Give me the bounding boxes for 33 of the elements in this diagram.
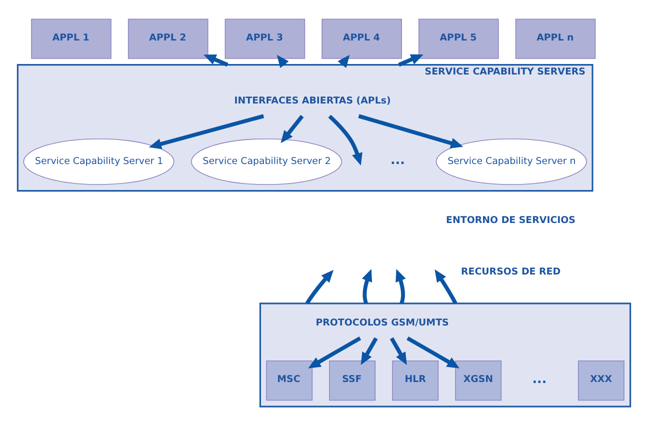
arrow — [280, 114, 304, 144]
node-box: APPL n — [515, 18, 596, 59]
label: ... — [532, 370, 547, 386]
cluster — [259, 302, 632, 408]
label: RECURSOS DE RED — [461, 266, 561, 278]
arrow — [360, 337, 378, 365]
node-box: APPL 3 — [224, 18, 306, 59]
arrow — [358, 114, 464, 148]
arrow — [328, 114, 362, 166]
arrow — [398, 54, 424, 67]
node-box: APPL 4 — [322, 18, 402, 59]
node-box: APPL 5 — [418, 18, 499, 59]
arrow — [362, 268, 372, 304]
arrow — [434, 269, 458, 304]
label: ENTORNO DE SERVICIOS — [446, 215, 576, 226]
arrow — [406, 336, 460, 368]
node-text: PROTOCOLOS GSM/UMTS — [316, 318, 449, 329]
node-ellipse: Service Capability Server 2 — [190, 138, 342, 185]
node-box: HLR — [392, 360, 439, 401]
node-box: APPL 2 — [128, 18, 208, 59]
arrow — [204, 54, 228, 67]
node-box: MSC — [266, 360, 313, 401]
arrow — [305, 270, 334, 304]
label: ... — [390, 152, 405, 167]
arrow — [148, 114, 264, 150]
arrow — [396, 268, 406, 304]
node-box: APPL 1 — [31, 18, 112, 59]
node-box: SSF — [329, 360, 376, 401]
node-box: XXX — [578, 360, 624, 401]
arrow — [308, 336, 362, 368]
node-box: XGSN — [455, 360, 502, 401]
arrow — [390, 337, 407, 365]
node-text: INTERFACES ABIERTAS (APLs) — [234, 95, 391, 106]
